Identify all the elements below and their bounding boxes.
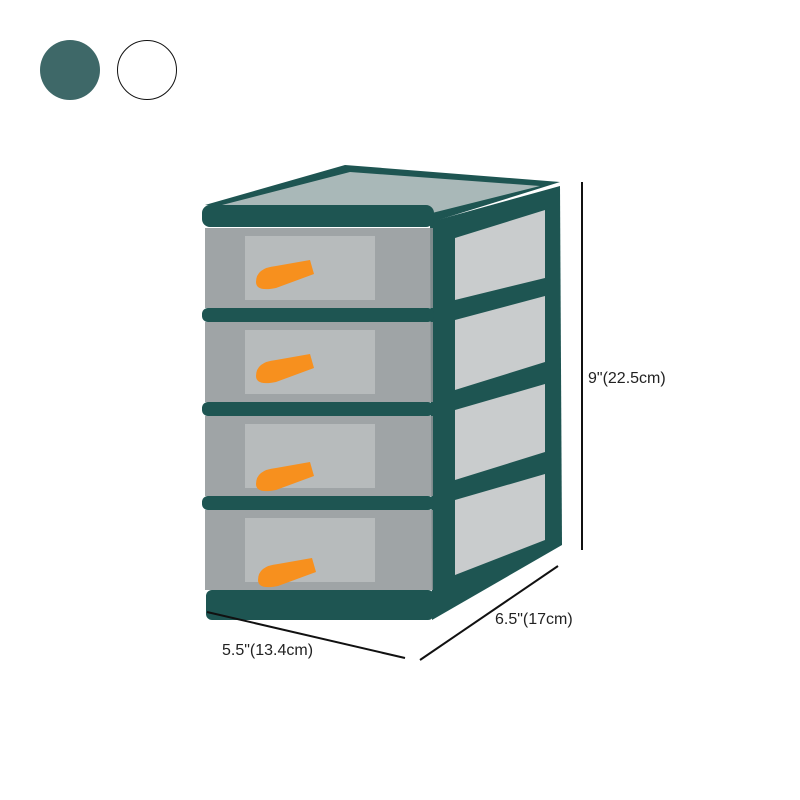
depth-dimension-line [419, 565, 559, 661]
color-swatch-teal[interactable] [40, 40, 100, 100]
depth-label: 6.5"(17cm) [495, 611, 573, 628]
drawer[interactable] [202, 228, 434, 322]
height-label: 9"(22.5cm) [588, 370, 666, 387]
drawer-handle-icon [256, 260, 314, 290]
drawer[interactable] [205, 510, 434, 620]
side-frame [430, 186, 562, 620]
width-label: 5.5"(13.4cm) [222, 642, 314, 659]
drawer[interactable] [202, 416, 434, 510]
drawer[interactable] [202, 322, 434, 416]
drawer-handle-icon [258, 558, 316, 588]
top-lid [202, 165, 560, 227]
drawer-handle-icon [256, 354, 314, 384]
color-swatch-white[interactable] [117, 40, 177, 100]
drawer-handle-icon [256, 462, 314, 492]
width-dimension-line [206, 611, 406, 659]
